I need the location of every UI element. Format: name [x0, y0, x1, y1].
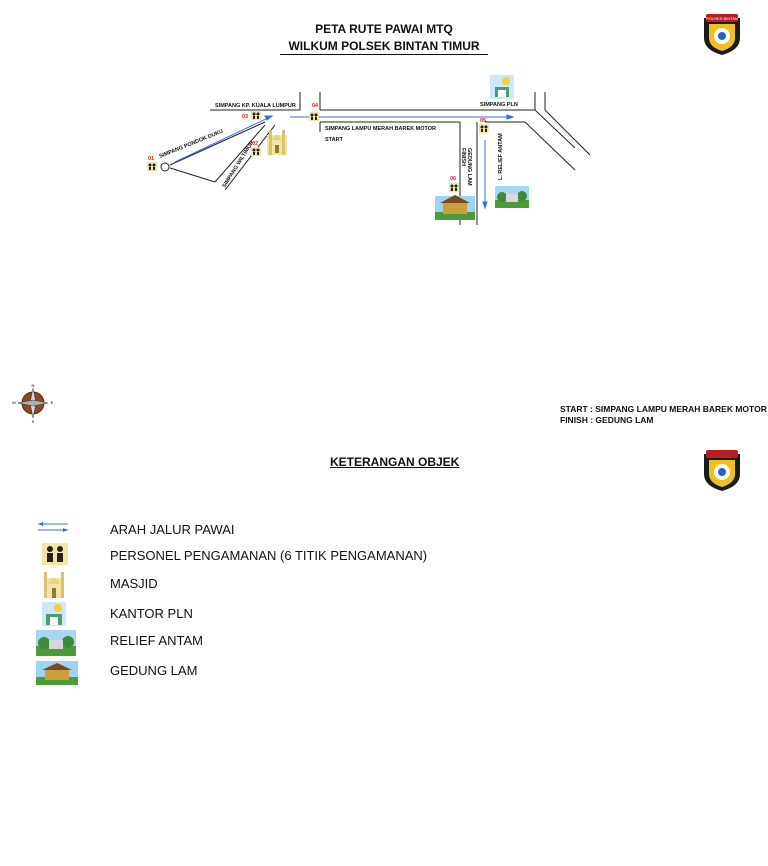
finish-text: FINISH : GEDUNG LAM	[560, 415, 654, 425]
label-simpang-wiltimur: SIMPANG WILTIMUR	[222, 140, 256, 189]
personnel-marker-02	[251, 147, 261, 156]
legend-label-personnel: PERSONEL PENGAMANAN (6 TITIK PENGAMANAN)	[110, 548, 428, 563]
label-l-relief-antam: L. RELIEF ANTAM	[498, 133, 504, 180]
police-logo-bottom	[700, 446, 744, 492]
legend-item-relief	[36, 630, 76, 661]
personnel-marker-05	[479, 124, 489, 133]
point-number-02: 02	[252, 141, 258, 147]
start-finish-note: START : SIMPANG LAMPU MERAH BAREK MOTOR …	[560, 404, 767, 426]
legend-label-gedung-lam: GEDUNG LAM	[110, 663, 198, 678]
logo-text: POLRES BINTAN	[706, 16, 738, 21]
mosque-marker	[267, 130, 287, 155]
personnel-marker-03	[251, 111, 261, 120]
title-underline	[280, 54, 488, 55]
personnel-marker-04	[309, 112, 319, 121]
personnel-marker-06	[449, 183, 459, 192]
mosque-icon	[44, 572, 64, 598]
legend-label-pln: KANTOR PLN	[110, 606, 193, 621]
point-number-04: 04	[312, 103, 319, 109]
route-path	[174, 114, 515, 210]
police-badge-icon	[704, 450, 740, 491]
label-simpang-kp-kuala-lumpur: SIMPANG KP. KUALA LUMPUR	[215, 103, 296, 109]
point-number-05: 05	[480, 118, 486, 124]
compass-s: S	[32, 419, 35, 424]
label-simpang-lampu-merah: SIMPANG LAMPU MERAH BAREK MOTOR	[325, 126, 436, 132]
legend-label-relief: RELIEF ANTAM	[110, 633, 203, 648]
label-gedung-lam: GEDUNG LAM	[466, 148, 472, 186]
route-arrow-icon	[38, 522, 68, 532]
legend-item-route	[36, 520, 70, 539]
personnel-marker-01	[147, 162, 157, 171]
label-finish: FINISH	[460, 148, 466, 166]
point-number-03: 03	[242, 114, 248, 120]
pln-office-icon	[42, 602, 66, 626]
personnel-icon	[42, 543, 68, 565]
compass-w: W	[12, 400, 16, 405]
police-badge-icon: POLRES BINTAN	[704, 14, 740, 55]
road-network	[160, 92, 590, 225]
legend-label-route: ARAH JALUR PAWAI	[110, 522, 235, 537]
label-simpang-pln: SIMPANG PLN	[480, 102, 518, 108]
legend-item-gedung-lam	[36, 661, 78, 690]
route-map: SIMPANG KP. KUALA LUMPUR SIMPANG PONDOK …	[147, 75, 590, 225]
compass-e: E	[51, 400, 54, 405]
pln-office-marker	[490, 75, 514, 99]
gedung-lam-marker	[435, 195, 475, 220]
relief-antam-icon	[36, 630, 76, 656]
label-start: START	[325, 137, 344, 143]
map-title: PETA RUTE PAWAI MTQ	[315, 22, 453, 36]
start-text: START : SIMPANG LAMPU MERAH BAREK MOTOR	[560, 404, 767, 414]
legend-item-mosque	[42, 570, 66, 603]
map-subtitle: WILKUM POLSEK BINTAN TIMUR	[288, 39, 480, 53]
compass-n: N	[32, 383, 35, 388]
legend-item-personnel	[42, 543, 68, 570]
legend-label-mosque: MASJID	[110, 576, 158, 591]
legend-item-pln	[42, 602, 66, 631]
point-number-01: 01	[148, 156, 154, 162]
point-number-06: 06	[450, 176, 456, 182]
compass-rose-icon: N S E W	[12, 383, 54, 424]
gedung-lam-icon	[36, 661, 78, 685]
police-logo-top: POLRES BINTAN	[700, 10, 744, 56]
relief-antam-marker	[495, 186, 529, 208]
legend-title: KETERANGAN OBJEK	[330, 455, 460, 469]
